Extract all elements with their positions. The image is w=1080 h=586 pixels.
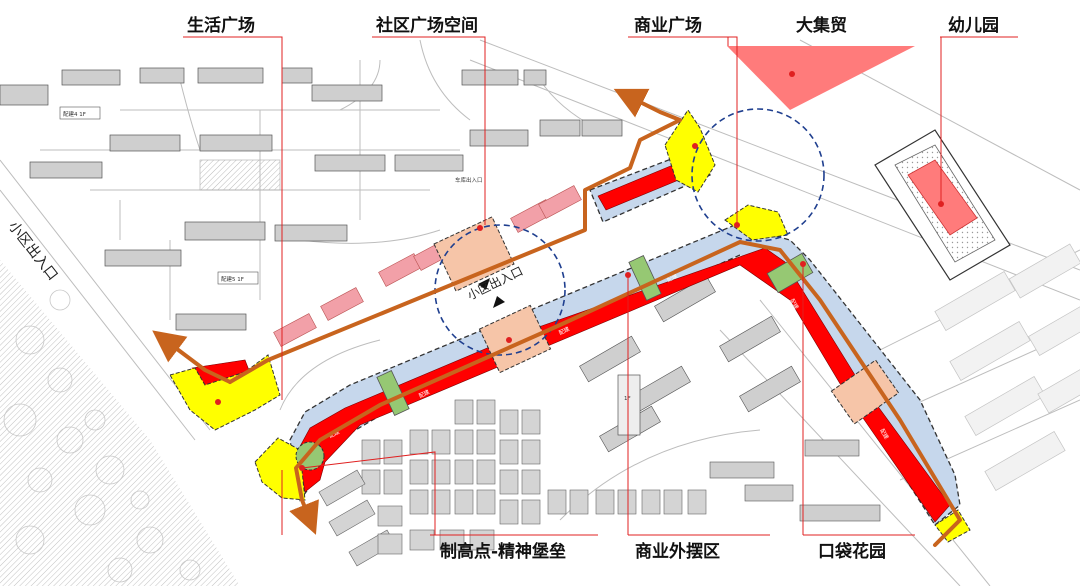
- label-community-square: 社区广场空间: [375, 15, 478, 36]
- label-pocket-garden: 口袋花园: [818, 541, 886, 562]
- building-tags: 配建4 1F 配建5 1F 车库出入口: [59, 106, 483, 285]
- strip-building-1f: 1F: [617, 374, 641, 436]
- label-landmark: 制高点-精神堡垒: [440, 541, 566, 562]
- callout-labels: 生活广场 社区广场空间 商业广场 大集贸 幼儿园 制高点-精神堡垒 商业外摆区 …: [187, 15, 999, 562]
- south-residences: [318, 399, 707, 567]
- svg-text:1F: 1F: [624, 396, 631, 402]
- park-area: [0, 260, 240, 586]
- green-node-b: [628, 255, 662, 301]
- life-square-plaza: [169, 354, 281, 431]
- label-outdoor-stalls: 商业外摆区: [635, 541, 720, 562]
- label-life-square: 生活广场: [187, 15, 255, 36]
- north-residences: [0, 67, 623, 331]
- commercial-square-plaza: [664, 109, 716, 193]
- landmark-node: [295, 441, 325, 471]
- east-residences: [579, 275, 881, 522]
- circulation-routes: [152, 88, 962, 547]
- svg-text:配建5 1F: 配建5 1F: [221, 275, 244, 283]
- svg-text:车库出入口: 车库出入口: [455, 176, 483, 184]
- pocket-square: [830, 359, 900, 425]
- community-square-south: [478, 304, 552, 374]
- svg-text:配建4 1F: 配建4 1F: [63, 110, 86, 118]
- label-entrance-left: 小区出入口: [5, 219, 61, 284]
- label-commercial-square: 商业广场: [634, 15, 702, 36]
- corner-plaza: [724, 204, 789, 241]
- label-kindergarten: 幼儿园: [948, 15, 999, 36]
- green-node-a: [376, 370, 410, 416]
- route-south: [289, 240, 962, 547]
- route-west: [152, 330, 232, 384]
- faded-blocks: [934, 243, 1080, 492]
- route-north: [228, 88, 682, 384]
- big-market-area: [727, 46, 915, 110]
- community-square-north: [433, 216, 515, 292]
- label-big-market: 大集贸: [796, 15, 847, 36]
- callout-dots: [215, 71, 944, 471]
- hatched-plot: [199, 159, 281, 191]
- pink-residences: [273, 185, 582, 347]
- callout-leaders: [183, 36, 1018, 536]
